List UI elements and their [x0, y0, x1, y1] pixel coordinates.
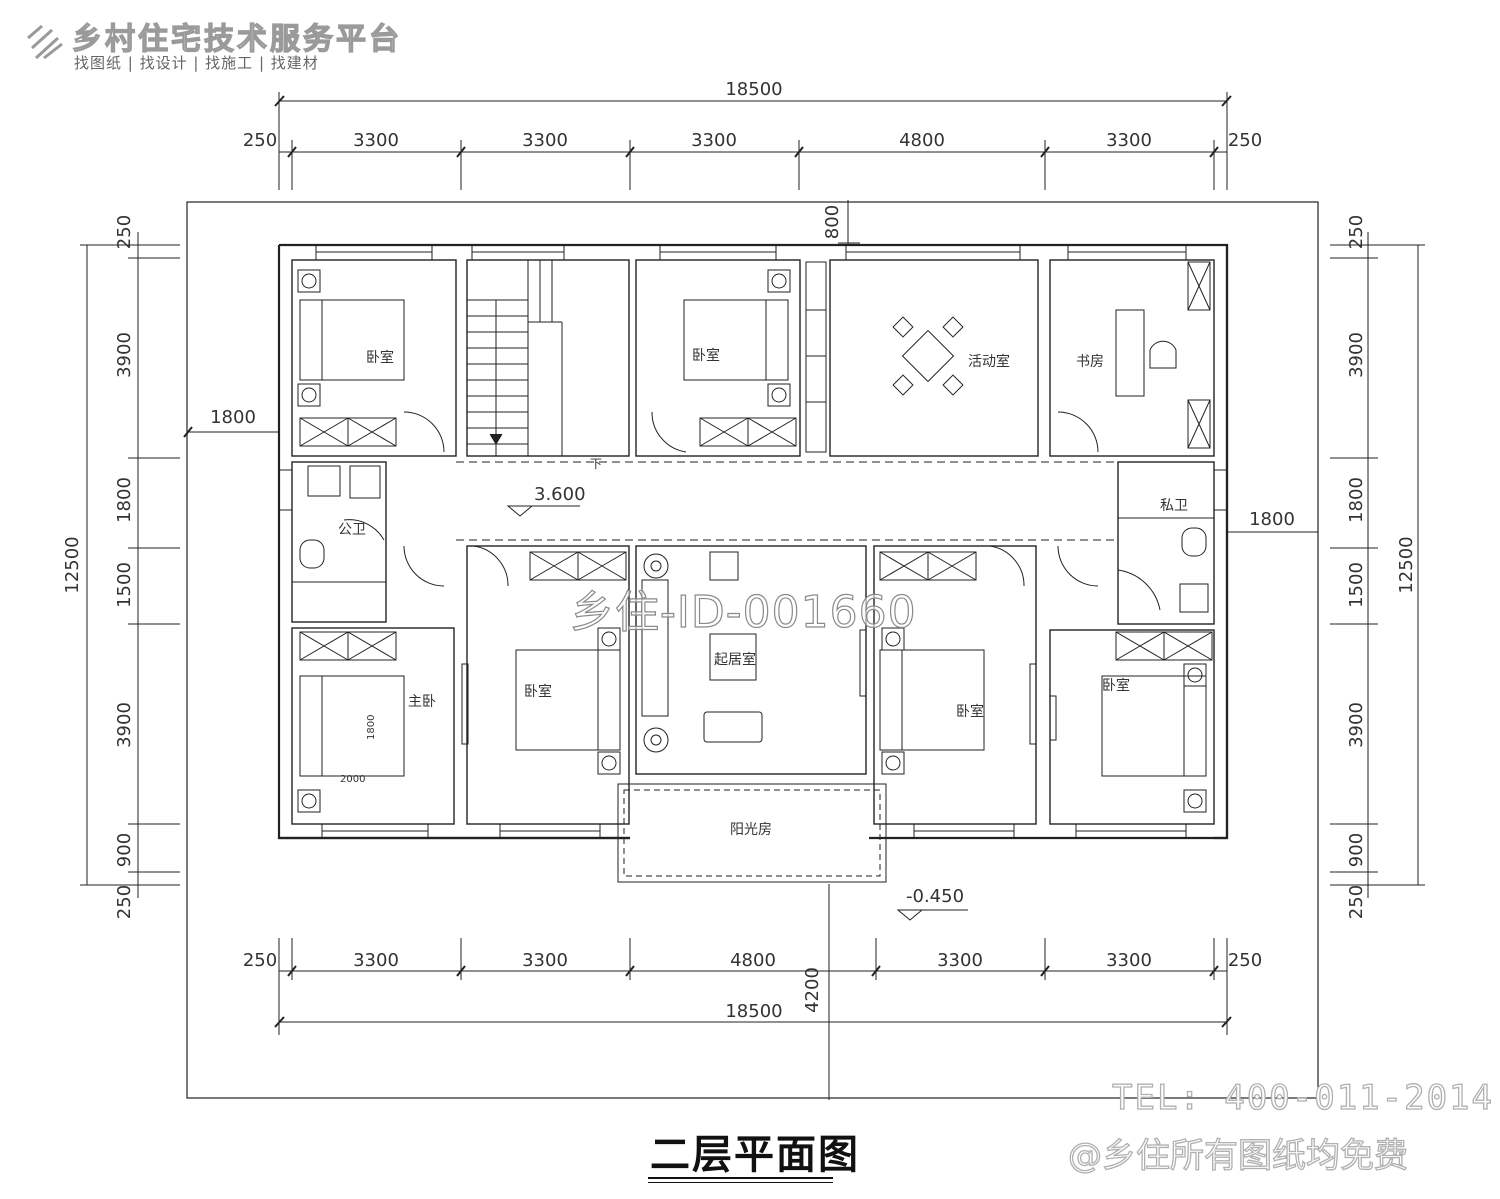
dim-bottom-seg-2: 3300 [522, 950, 568, 971]
room-public-wc: 公卫 [338, 522, 366, 538]
dim-bottom-seg-0: 250 [243, 950, 277, 971]
dim-top-seg-6: 250 [1228, 130, 1262, 151]
dimension-text: 18500 250 3300 3300 3300 4800 3300 250 8… [62, 79, 1417, 1022]
bed-width-label: 2000 [340, 774, 365, 785]
dim-top-total: 18500 [725, 79, 782, 100]
room-bedroom-tm: 卧室 [692, 347, 720, 364]
platform-subtitle: 找图纸 | 找设计 | 找施工 | 找建材 [74, 54, 319, 72]
dim-left-seg-5: 900 [114, 833, 135, 867]
dim-top-seg-0: 250 [243, 130, 277, 151]
room-labels: 卧室 卧室 活动室 书房 公卫 私卫 主卧 卧室 起居室 卧室 卧室 阳光房 [338, 347, 1188, 838]
bathroom-fixtures [292, 465, 1214, 613]
plan-annotations: 下 3.600 -0.450 2000 1800 [340, 457, 964, 907]
drawing-id-watermark: 乡住-ID-001660 [569, 586, 917, 638]
dim-left-total: 12500 [62, 536, 83, 593]
nightstands [297, 269, 1207, 813]
dim-left-seg-3: 1500 [114, 562, 135, 608]
room-bedroom-tl: 卧室 [366, 349, 394, 366]
dim-bottom-total: 18500 [725, 1001, 782, 1022]
level-markers [506, 505, 968, 921]
dim-right-offset: 1800 [1249, 509, 1295, 530]
room-bedroom-rr: 卧室 [1102, 677, 1130, 694]
platform-title: 乡村住宅技术服务平台 [71, 21, 402, 57]
footer-phone: TEL: 400-011-2014 [1111, 1077, 1494, 1118]
dim-right-seg-0: 250 [1346, 215, 1367, 249]
doors [343, 411, 1099, 587]
dim-bottom-seg-1: 3300 [353, 950, 399, 971]
room-bedroom-br: 卧室 [956, 703, 984, 720]
study-desk [1115, 309, 1177, 397]
title-underline [648, 1177, 833, 1179]
staircase [466, 259, 630, 457]
room-sunroom: 阳光房 [730, 822, 772, 838]
room-living: 起居室 [714, 651, 756, 668]
dim-right-seg-6: 250 [1346, 885, 1367, 919]
room-activity: 活动室 [968, 353, 1010, 370]
top-dimension-lines [274, 92, 1232, 246]
living-furniture [641, 551, 763, 753]
dim-right-seg-1: 3900 [1346, 332, 1367, 378]
dim-left-seg-2: 1800 [114, 477, 135, 523]
dim-right-total: 12500 [1396, 536, 1417, 593]
site-boundary [186, 201, 1319, 1099]
dim-right-seg-2: 1800 [1346, 477, 1367, 523]
title-underline-thin [648, 1182, 833, 1183]
platform-logo-icon [27, 24, 63, 60]
windows [278, 244, 1228, 839]
dim-bottom-seg-5: 3300 [1106, 950, 1152, 971]
left-dimension-lines [80, 232, 279, 898]
dim-top-seg-2: 3300 [522, 130, 568, 151]
activity-table [892, 316, 964, 396]
dim-right-seg-3: 1500 [1346, 562, 1367, 608]
level-lower-label: -0.450 [906, 886, 964, 907]
right-dimension-lines [1227, 232, 1425, 898]
dim-top-seg-4: 4800 [899, 130, 945, 151]
footer-free-note: @乡住所有图纸均免费 [1067, 1135, 1408, 1176]
room-private-wc: 私卫 [1160, 498, 1188, 514]
room-master-bedroom: 主卧 [408, 694, 436, 710]
bed-length-label: 1800 [366, 715, 377, 740]
dim-left-seg-1: 3900 [114, 332, 135, 378]
dim-top-offset: 800 [822, 205, 843, 239]
dim-bottom-offset: 4200 [802, 967, 823, 1013]
dim-bottom-seg-4: 3300 [937, 950, 983, 971]
dim-top-seg-5: 3300 [1106, 130, 1152, 151]
dim-right-seg-5: 900 [1346, 833, 1367, 867]
stair-down-label: 下 [590, 457, 602, 471]
dim-top-seg-1: 3300 [353, 130, 399, 151]
sunroom-outline [617, 783, 887, 883]
building-walls [277, 243, 1229, 840]
beds [299, 299, 1207, 777]
inner-walls [291, 259, 1215, 825]
dim-left-seg-6: 250 [114, 885, 135, 919]
dim-right-seg-4: 3900 [1346, 702, 1367, 748]
plan-title: 二层平面图 [650, 1132, 860, 1178]
dim-left-seg-4: 3900 [114, 702, 135, 748]
dim-bottom-seg-3: 4800 [730, 950, 776, 971]
level-upper-label: 3.600 [534, 484, 586, 505]
dim-bottom-seg-6: 250 [1228, 950, 1262, 971]
wardrobes [299, 261, 1213, 661]
bottom-dimension-lines [274, 884, 1232, 1100]
room-bedroom-bl: 卧室 [524, 683, 552, 700]
dim-left-offset: 1800 [210, 407, 256, 428]
room-study: 书房 [1076, 354, 1104, 370]
dim-top-seg-3: 3300 [691, 130, 737, 151]
dim-left-seg-0: 250 [114, 215, 135, 249]
